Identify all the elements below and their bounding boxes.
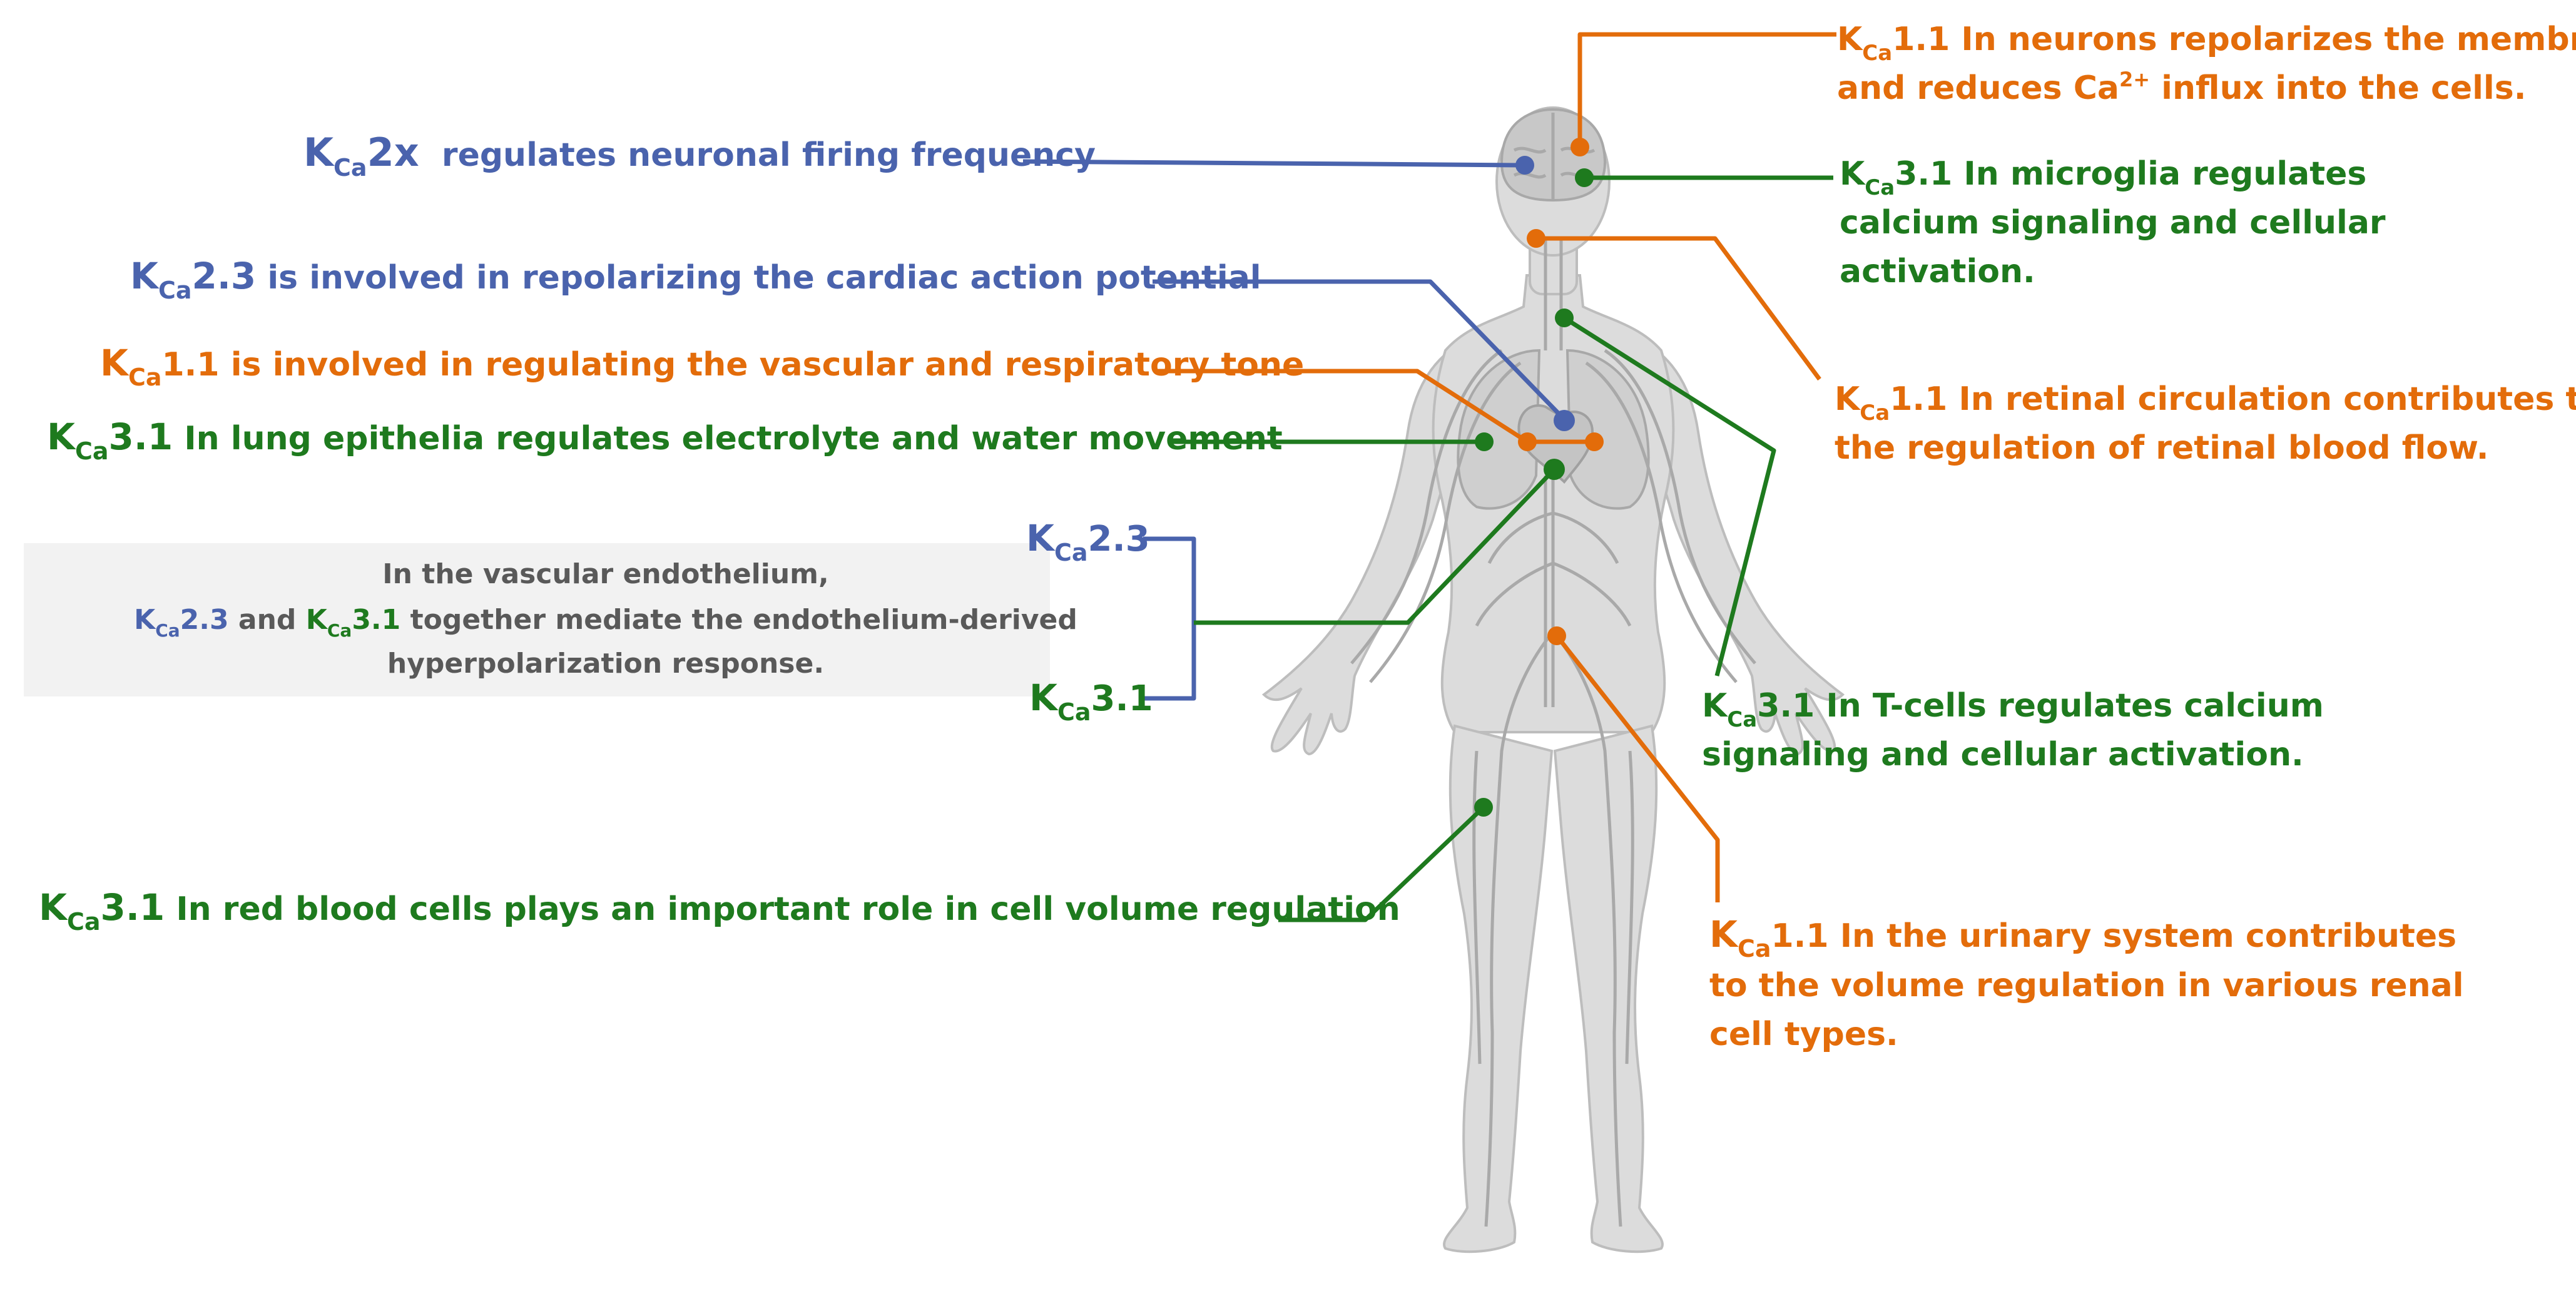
dot-microglia <box>1575 168 1594 187</box>
dot-firing <box>1515 156 1534 175</box>
label-lung: KCa3.1 In lung epithelia regulates elect… <box>47 416 1283 465</box>
right-leg <box>1553 724 1664 1253</box>
label-tcells-line1: KCa3.1 In T-cells regulates calcium <box>1702 687 2324 732</box>
endothelium-bracket <box>1143 536 1196 701</box>
label-neurons-line1: KCa1.1 In neurons repolarizes the membra… <box>1837 21 2576 66</box>
label-firing: KCa2x regulates neuronal firing frequenc… <box>303 130 1096 181</box>
connector-firing <box>1022 159 1525 168</box>
label-urinary-line1: KCa1.1 In the urinary system contributes <box>1709 913 2456 962</box>
endothelium-box <box>24 543 1050 696</box>
endothelium-line1: In the vascular endothelium, <box>382 558 828 590</box>
connector-rbc <box>1278 805 1485 922</box>
label-retinal-line2: the regulation of retinal blood flow. <box>1835 429 2488 467</box>
label-neurons-line2: and reduces Ca2+ influx into the cells. <box>1837 68 2526 107</box>
dot-urinary <box>1547 626 1566 645</box>
dot-retinal <box>1527 229 1545 248</box>
dot-neurons <box>1571 138 1589 156</box>
label-retinal-line1: KCa1.1 In retinal circulation contribute… <box>1835 380 2576 426</box>
human-body-illustration <box>1261 106 1845 1253</box>
endothelium-line2: KCa2.3 and KCa3.1 together mediate the e… <box>134 604 1077 641</box>
label-tcells-line2: signaling and cellular activation. <box>1702 736 2304 773</box>
endothelium-line3: hyperpolarization response. <box>387 648 824 680</box>
dot-cardiac <box>1554 410 1575 431</box>
dot-vascular-right <box>1585 432 1604 451</box>
dot-rbc <box>1474 798 1493 817</box>
label-microglia-line3: activation. <box>1840 253 2035 290</box>
dot-tcells <box>1555 309 1574 327</box>
connector-endothelium <box>1194 467 1556 625</box>
connector-lines <box>1022 32 1836 922</box>
connector-neurons <box>1577 32 1836 147</box>
dot-lung <box>1475 432 1494 451</box>
dot-vascular-left <box>1518 432 1537 451</box>
connector-urinary <box>1555 634 1720 902</box>
bracket-top-label: KCa2.3 <box>1026 517 1150 566</box>
connector-retinal <box>1536 236 1821 381</box>
dot-endothelium <box>1544 459 1565 480</box>
connector-vascular <box>1158 369 1594 444</box>
label-urinary-line2: to the volume regulation in various rena… <box>1709 967 2464 1004</box>
label-rbc: KCa3.1 In red blood cells plays an impor… <box>39 886 1400 936</box>
connector-tcells <box>1563 316 1776 676</box>
blood-vessels <box>1350 238 1756 1227</box>
label-cardiac: KCa2.3 is involved in repolarizing the c… <box>130 255 1261 304</box>
label-urinary-line3: cell types. <box>1709 1016 1898 1053</box>
marker-dots <box>1474 138 1604 817</box>
connector-cardiac <box>1153 279 1566 421</box>
bracket-bottom-label: KCa3.1 <box>1029 676 1153 726</box>
label-microglia-line2: calcium signaling and cellular <box>1840 204 2386 242</box>
left-leg <box>1443 724 1554 1253</box>
label-microglia-line1: KCa3.1 In microglia regulates <box>1840 155 2366 200</box>
label-vascular: KCa1.1 is involved in regulating the vas… <box>100 342 1304 391</box>
